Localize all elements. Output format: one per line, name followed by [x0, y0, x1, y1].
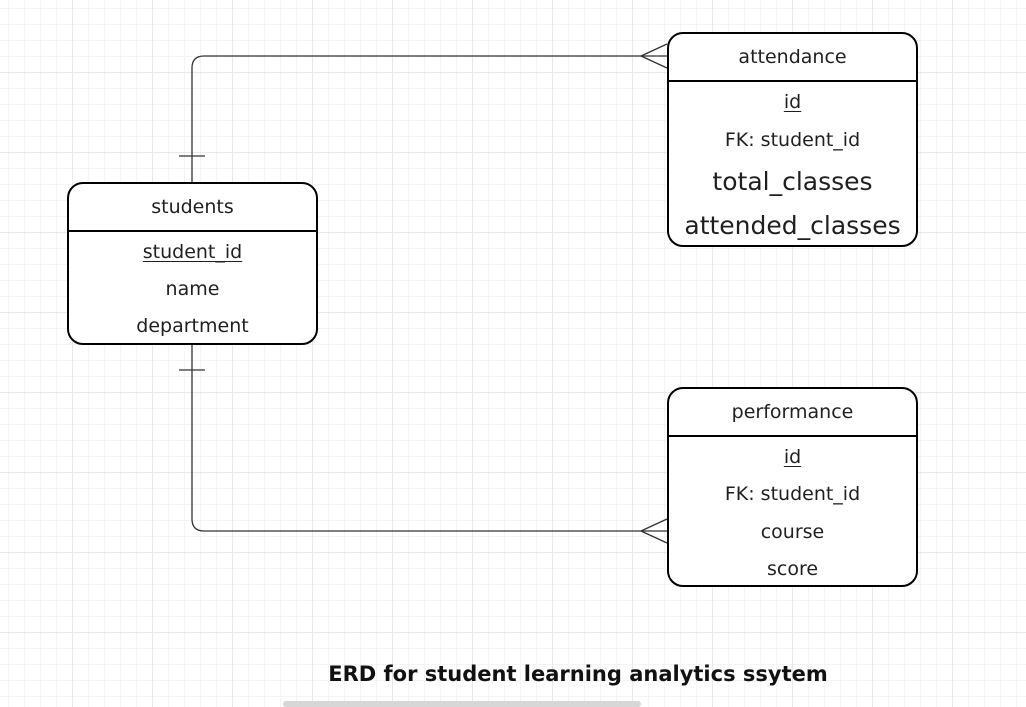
attribute-attended-classes: attended_classes	[684, 210, 901, 240]
entity-students-attributes: student_id name department	[69, 232, 316, 344]
many-marker-attendance	[640, 43, 668, 69]
entity-attendance-title: attendance	[669, 34, 916, 82]
attribute-course: course	[760, 520, 825, 543]
entity-performance[interactable]: performance id FK: student_id course sco…	[667, 387, 918, 587]
entity-students-title: students	[69, 184, 316, 232]
entity-performance-title: performance	[669, 389, 916, 437]
attribute-id: id	[783, 445, 802, 468]
diagram-caption: ERD for student learning analytics ssyte…	[328, 662, 828, 686]
entity-performance-attributes: id FK: student_id course score	[669, 437, 916, 588]
horizontal-scrollbar[interactable]	[283, 701, 641, 707]
attribute-fk-student-id: FK: student_id	[724, 129, 861, 151]
relationship-students-attendance[interactable]	[191, 55, 667, 182]
attribute-total-classes: total_classes	[712, 166, 873, 196]
entity-attendance-attributes: id FK: student_id total_classes attended…	[669, 82, 916, 247]
many-marker-performance	[640, 518, 668, 544]
attribute-fk-student-id: FK: student_id	[724, 483, 861, 506]
relationship-students-performance[interactable]	[191, 345, 667, 532]
attribute-name: name	[165, 277, 220, 300]
attribute-score: score	[766, 558, 819, 581]
attribute-department: department	[136, 314, 249, 337]
attribute-student-id: student_id	[142, 240, 243, 263]
entity-attendance[interactable]: attendance id FK: student_id total_class…	[667, 32, 918, 247]
entity-students[interactable]: students student_id name department	[67, 182, 318, 345]
attribute-id: id	[783, 91, 802, 113]
